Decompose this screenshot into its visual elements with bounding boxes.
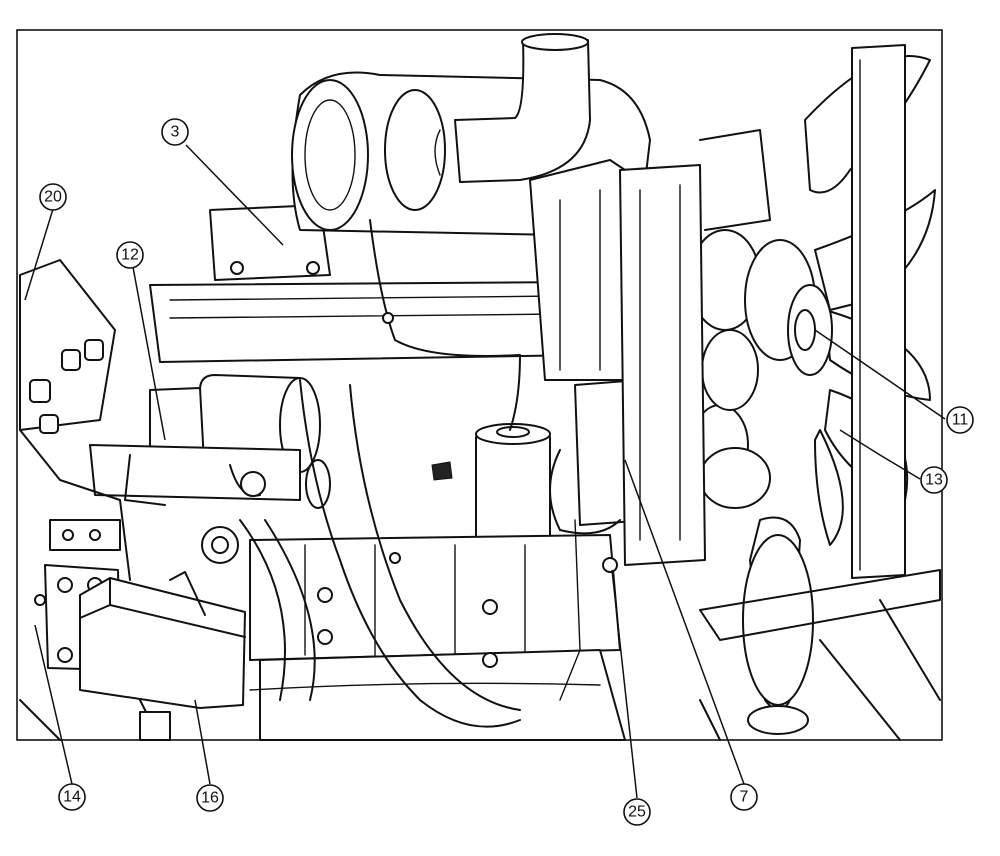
callout-14: 14 [58,783,86,811]
engine-illustration [19,33,941,741]
callout-11: 11 [946,406,974,434]
callout-13: 13 [920,466,948,494]
callout-25: 25 [623,798,651,826]
callout-20-label: 20 [44,189,62,206]
callout-25-label: 25 [628,804,646,821]
leader-12 [132,266,166,441]
callout-7: 7 [730,783,758,811]
leader-7 [624,459,745,785]
callout-3: 3 [161,118,189,146]
callout-12: 12 [116,241,144,269]
callout-14-label: 14 [63,789,81,806]
callout-12-label: 12 [121,247,139,264]
leader-25 [611,569,638,799]
leader-16 [194,699,211,785]
callout-11-label: 11 [952,412,969,429]
leader-13 [839,429,921,480]
callout-20: 20 [39,183,67,211]
callout-16: 16 [196,784,224,812]
callout-16-label: 16 [201,790,219,807]
leader-lines [24,144,946,799]
callout-3-label: 3 [171,124,180,141]
callout-13-label: 13 [925,472,943,489]
leader-20 [24,208,54,301]
leader-14 [34,624,73,785]
leader-11 [814,329,946,420]
callout-7-label: 7 [740,789,749,806]
leader-3 [185,144,284,246]
